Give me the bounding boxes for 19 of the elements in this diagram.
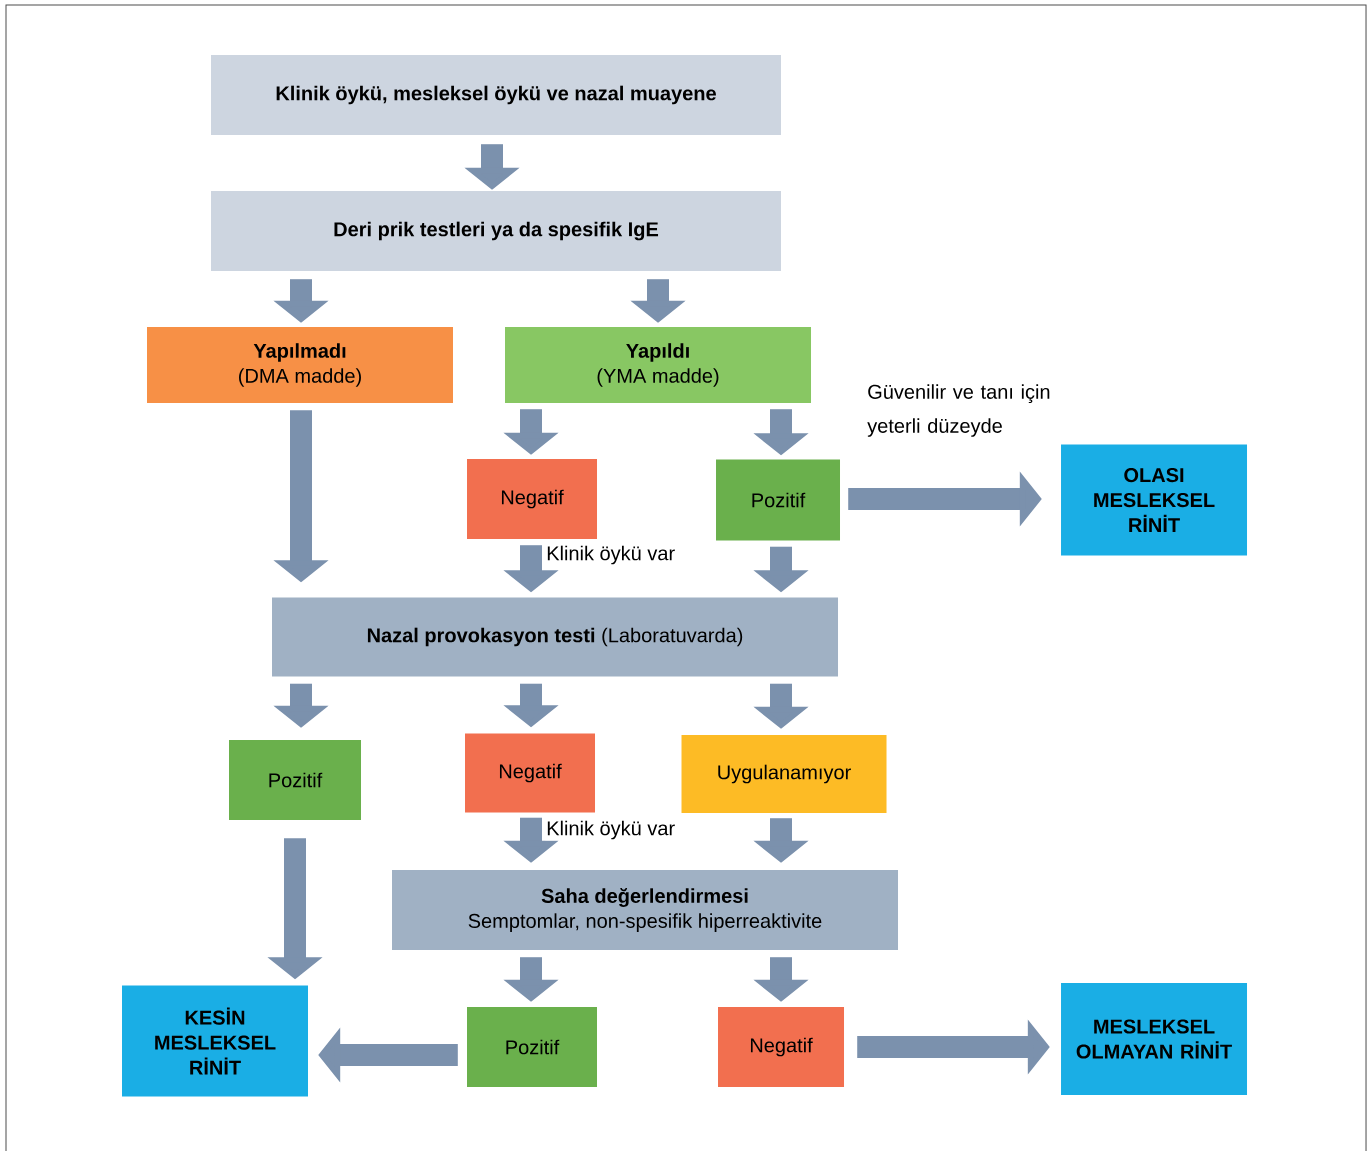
edge-label: Güvenilir ve tanı için yeterli düzeyde bbox=[866, 383, 1054, 438]
process-box: Deri prik testleri ya da spesifik IgE bbox=[211, 191, 781, 271]
process-box: Klinik öykü, mesleksel öykü ve nazal muayene bbox=[211, 55, 781, 135]
result-box: Negatif bbox=[718, 1007, 844, 1087]
diagnosis-box: OLASI MESLEKSEL RİNİT bbox=[1061, 444, 1247, 556]
result-box: Pozitif bbox=[467, 1007, 597, 1087]
result-box: Negatif bbox=[467, 459, 597, 539]
result-box: Pozitif bbox=[716, 459, 840, 541]
edge-label: Klinik öykü var bbox=[545, 544, 677, 566]
result-box: Negatif bbox=[465, 733, 595, 813]
result-box: Yapılmadı (DMA madde) bbox=[147, 327, 453, 403]
process-box: Nazal provokasyon testi (Laboratuvarda) bbox=[272, 597, 838, 677]
diagnosis-box: MESLEKSEL OLMAYAN RİNİT bbox=[1061, 983, 1247, 1095]
result-box: Uygulanamıyor bbox=[681, 735, 887, 813]
edge-label: Klinik öykü var bbox=[545, 819, 677, 841]
process-box: Saha değerlendirmesi Semptomlar, non-spesifik hiperreaktivite bbox=[392, 870, 898, 950]
diagnosis-box: KESİN MESLEKSEL RİNİT bbox=[122, 985, 308, 1097]
result-box: Pozitif bbox=[229, 740, 361, 820]
result-box: Yapıldı (YMA madde) bbox=[505, 327, 811, 403]
